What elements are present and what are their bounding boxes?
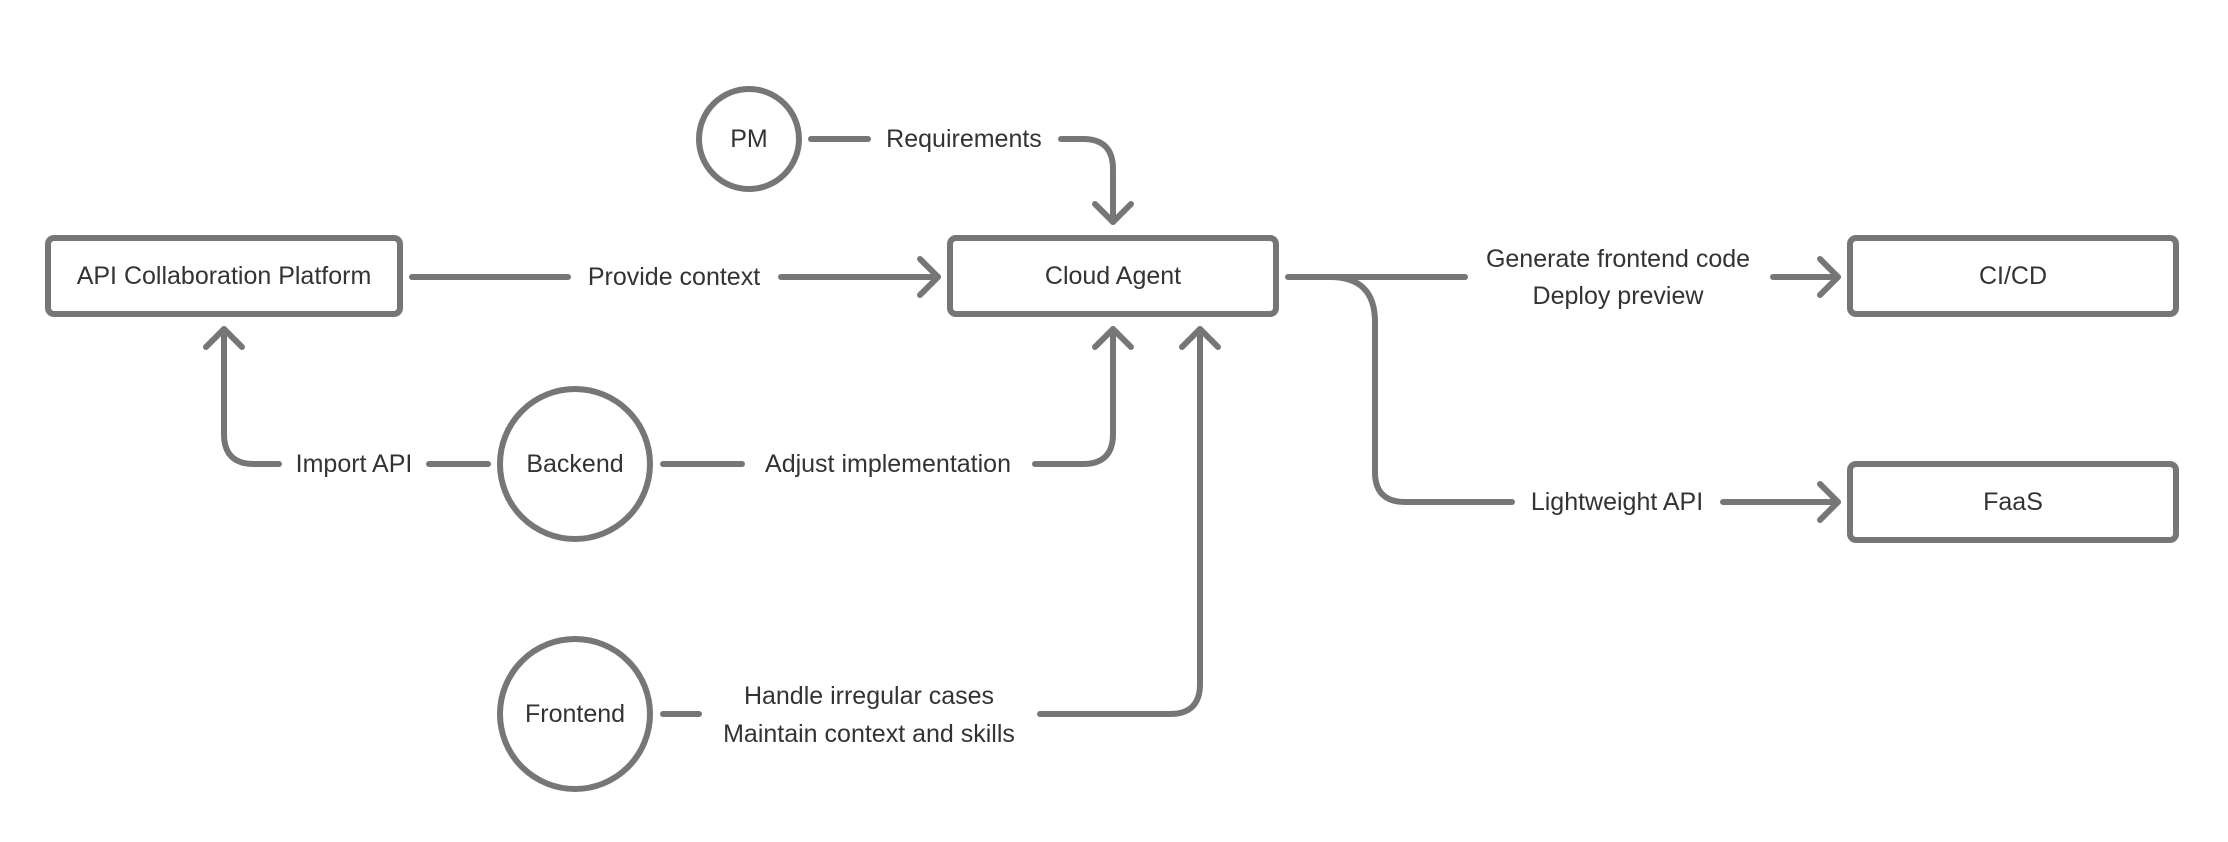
edge-requirements-to-cloud-agent	[1058, 136, 1116, 225]
arrowhead-generate-frontend	[1817, 256, 1841, 298]
arrowhead-provide-context	[917, 256, 941, 298]
node-cloud-agent-shape	[947, 235, 1279, 317]
edge-label-requirements: Requirements	[886, 125, 1042, 153]
edge-label-adjust-implementation: Adjust implementation	[765, 450, 1011, 478]
node-frontend-shape	[497, 636, 653, 792]
node-faas: FaaS	[1847, 461, 2179, 543]
edge-label-handle-irregular-cases: Handle irregular cases	[744, 682, 994, 710]
node-cicd-label: CI/CD	[1979, 262, 2047, 290]
edges	[203, 136, 1841, 717]
arrowhead-handle-irregular	[1179, 326, 1221, 350]
node-cicd: CI/CD	[1847, 235, 2179, 317]
arrowhead-adjust-implementation	[1092, 326, 1134, 350]
node-backend-shape	[497, 386, 653, 542]
edge-label-maintain-context: Maintain context and skills	[723, 720, 1015, 748]
arrowhead-requirements	[1092, 201, 1134, 225]
node-api-collaboration-platform: API Collaboration Platform	[45, 235, 403, 317]
node-api-platform-shape	[45, 235, 403, 317]
node-frontend: Frontend	[497, 636, 653, 792]
node-faas-label: FaaS	[1983, 488, 2043, 516]
node-cloud-agent-label: Cloud Agent	[1045, 262, 1181, 290]
edge-import-api-to-platform	[221, 326, 282, 467]
node-backend: Backend	[497, 386, 653, 542]
edge-label-import-api: Import API	[296, 450, 413, 478]
node-cicd-shape	[1847, 235, 2179, 317]
node-frontend-label: Frontend	[525, 700, 625, 728]
edge-label-generate-frontend-code: Generate frontend code	[1486, 245, 1750, 273]
node-pm: PM	[696, 86, 802, 192]
edge-adjust-to-cloud-agent	[1032, 326, 1116, 467]
edge-label-deploy-preview: Deploy preview	[1533, 282, 1705, 310]
arrowhead-lightweight-api	[1817, 481, 1841, 523]
edge-irregular-to-cloud-agent	[1037, 326, 1203, 717]
node-cloud-agent: Cloud Agent	[947, 235, 1279, 317]
node-pm-shape	[696, 86, 802, 192]
edge-labels: Requirements Provide context Import API …	[296, 125, 1750, 748]
arrowhead-import-api	[203, 326, 245, 350]
node-faas-shape	[1847, 461, 2179, 543]
nodes: PM API Collaboration Platform Cloud Agen…	[45, 86, 2179, 792]
edge-label-provide-context: Provide context	[588, 263, 760, 291]
node-backend-label: Backend	[526, 450, 623, 478]
edge-label-lightweight-api: Lightweight API	[1531, 488, 1703, 516]
node-api-platform-label: API Collaboration Platform	[77, 262, 372, 290]
node-pm-label: PM	[730, 125, 768, 153]
edge-cloud-agent-to-lightweight-label	[1327, 274, 1515, 505]
